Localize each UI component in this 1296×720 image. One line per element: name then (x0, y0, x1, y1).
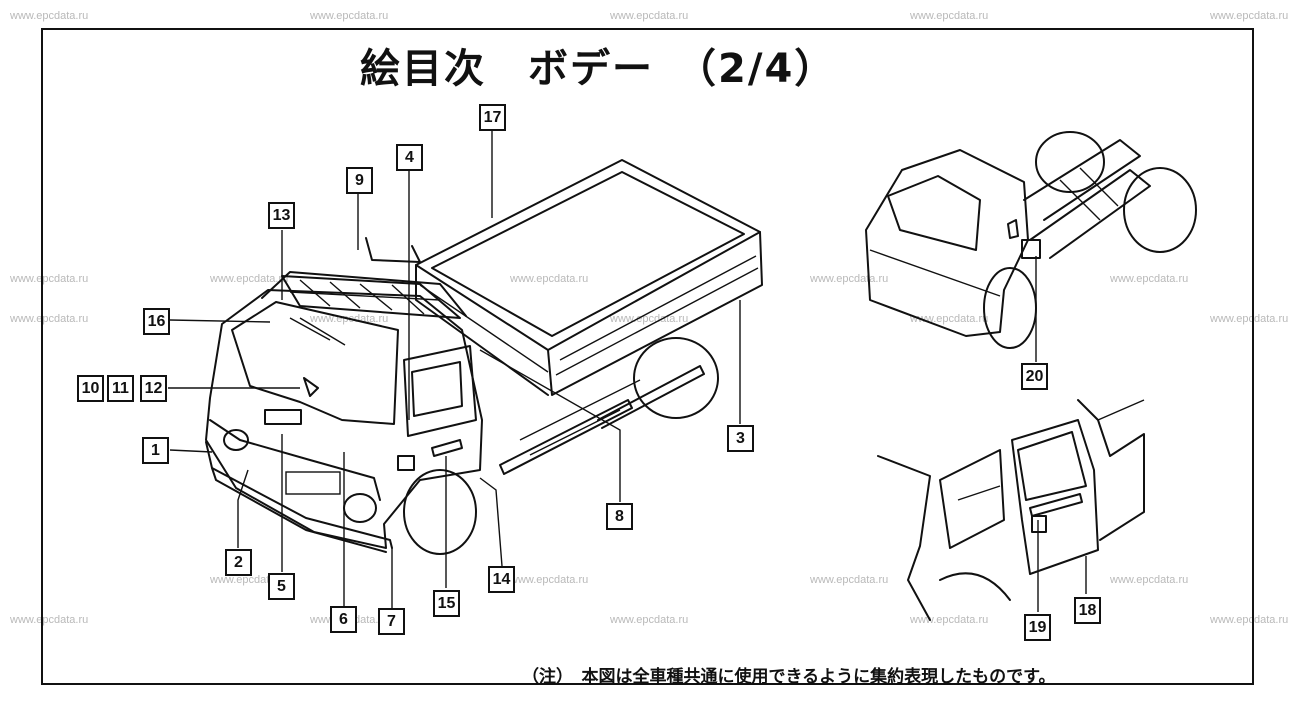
watermark: www.epcdata.ru (1110, 574, 1189, 586)
footnote: （注） 本図は全車種共通に使用できるように集約表現したものです。 (522, 667, 1056, 687)
door-detail-drawing (877, 399, 1145, 621)
watermark: www.epcdata.ru (210, 273, 289, 285)
callout-13: 13 (268, 202, 295, 229)
callout-10: 10 (77, 375, 104, 402)
callout-19: 19 (1024, 614, 1051, 641)
callout-12: 12 (140, 375, 167, 402)
callout-14: 14 (488, 566, 515, 593)
watermark: www.epcdata.ru (10, 10, 89, 22)
callout-17: 17 (479, 104, 506, 131)
page-title: 絵目次 ボデー （2/4） (360, 46, 837, 92)
callout-20: 20 (1021, 363, 1048, 390)
watermark: www.epcdata.ru (1210, 10, 1289, 22)
watermark: www.epcdata.ru (10, 313, 89, 325)
watermark: www.epcdata.ru (610, 10, 689, 22)
watermark: www.epcdata.ru (1210, 313, 1289, 325)
callout-15: 15 (433, 590, 460, 617)
watermark: www.epcdata.ru (510, 273, 589, 285)
callout-9: 9 (346, 167, 373, 194)
rear-cab-drawing (865, 131, 1197, 349)
callout-2: 2 (225, 549, 252, 576)
watermark: www.epcdata.ru (810, 574, 889, 586)
watermark: www.epcdata.ru (1210, 614, 1289, 626)
callout-4: 4 (396, 144, 423, 171)
callout-11: 11 (107, 375, 134, 402)
watermark: www.epcdata.ru (510, 574, 589, 586)
watermark: www.epcdata.ru (910, 614, 989, 626)
watermark: www.epcdata.ru (10, 273, 89, 285)
watermark: www.epcdata.ru (610, 614, 689, 626)
callout-16: 16 (143, 308, 170, 335)
watermark: www.epcdata.ru (910, 10, 989, 22)
callout-3: 3 (727, 425, 754, 452)
main-truck-drawing (205, 159, 763, 555)
watermark: www.epcdata.ru (310, 10, 389, 22)
callout-6: 6 (330, 606, 357, 633)
watermark: www.epcdata.ru (10, 614, 89, 626)
callout-18: 18 (1074, 597, 1101, 624)
callout-1: 1 (142, 437, 169, 464)
callout-5: 5 (268, 573, 295, 600)
callout-7: 7 (378, 608, 405, 635)
callout-8: 8 (606, 503, 633, 530)
watermark: www.epcdata.ru (1110, 273, 1189, 285)
diagram-frame (41, 28, 1254, 685)
